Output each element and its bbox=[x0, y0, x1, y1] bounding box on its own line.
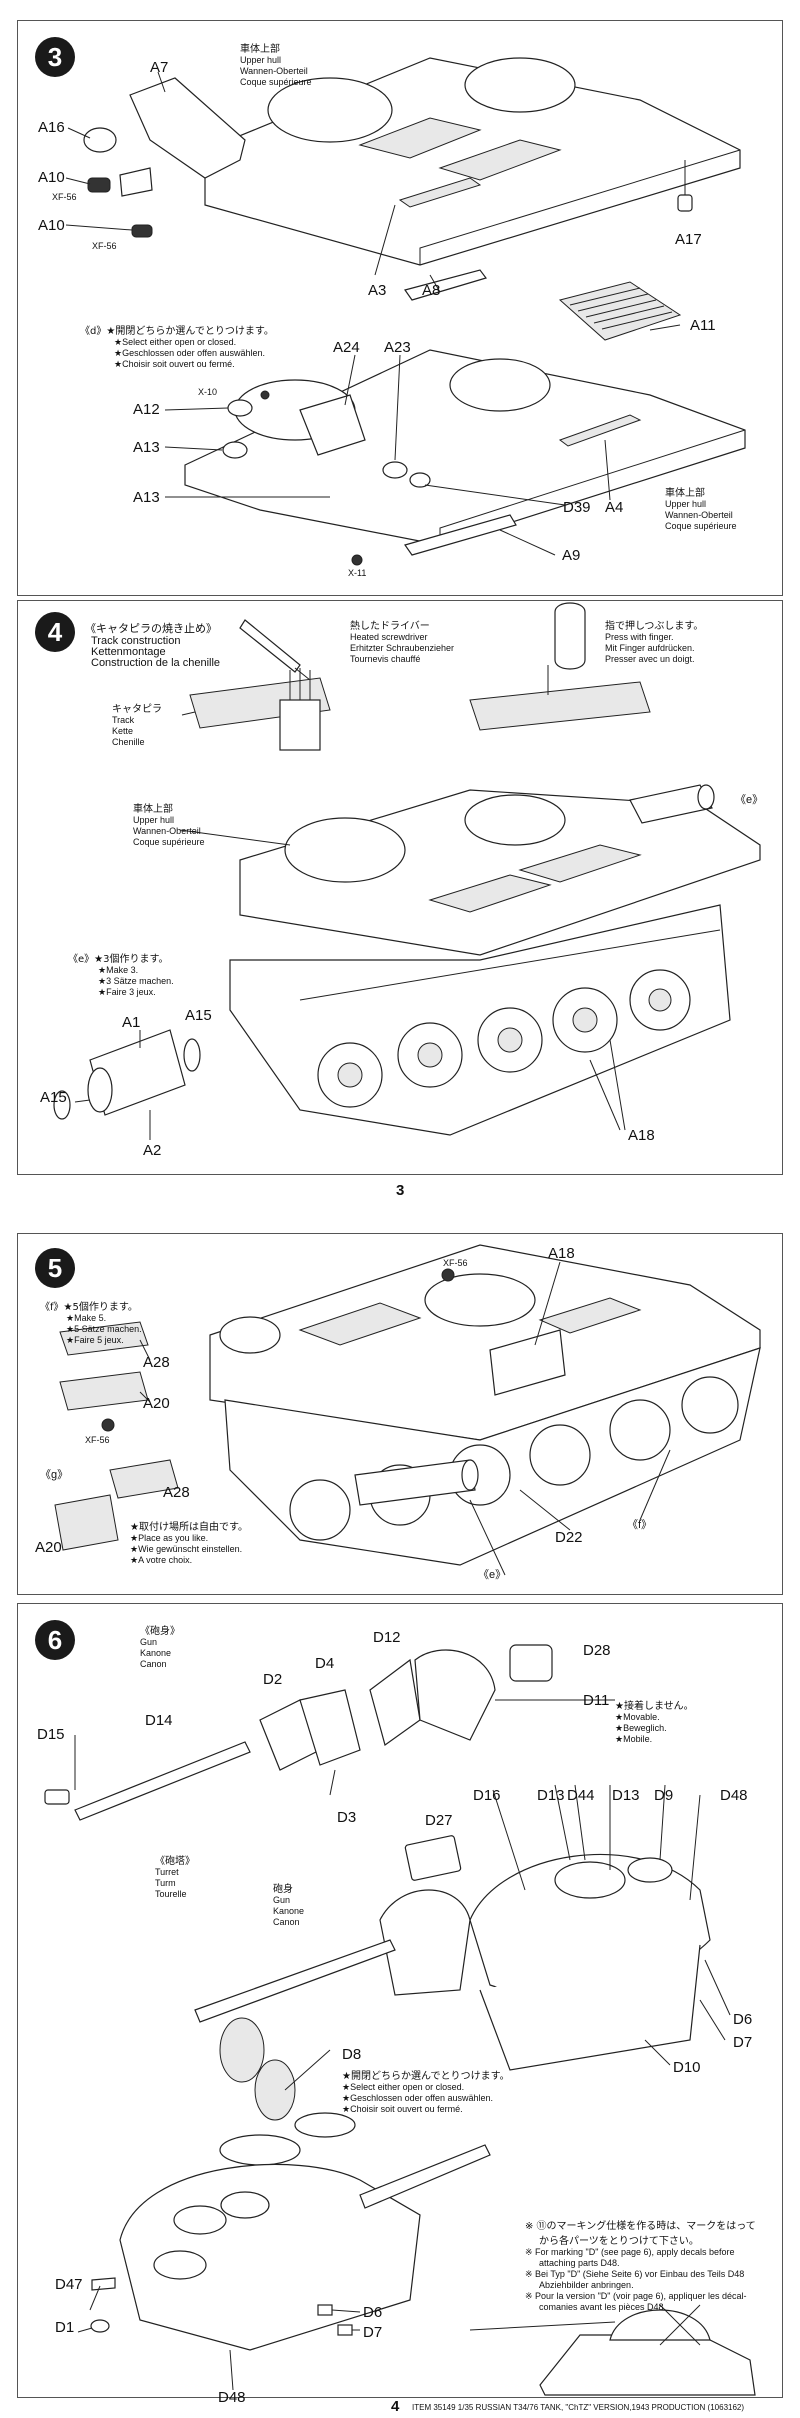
part-label: A18 bbox=[548, 1245, 575, 1262]
page-number-4: 4 bbox=[391, 2398, 400, 2415]
part-label: D7 bbox=[363, 2324, 383, 2341]
paint-code: X-10 bbox=[198, 387, 218, 397]
step-5-place-note: ★取付け場所は自由です。 ★Place as you like. ★Wie ge… bbox=[130, 1522, 248, 1565]
step-6-movable-note: ★接着しません。 ★Movable. ★Beweglich. ★Mobile. bbox=[615, 1701, 694, 1744]
part-label: A28 bbox=[163, 1484, 190, 1501]
part-label: D27 bbox=[425, 1812, 453, 1829]
part-label: D16 bbox=[473, 1787, 501, 1804]
part-label: A16 bbox=[38, 119, 65, 136]
part-label: D15 bbox=[37, 1726, 65, 1743]
step-4-hull-label: 車体上部 Upper hull Wannen-Oberteil Coque su… bbox=[133, 804, 205, 847]
part-label: A28 bbox=[143, 1354, 170, 1371]
step-4-title: 《キャタピラの焼き止め》 Track construction Kettenmo… bbox=[85, 622, 221, 669]
part-label: D6 bbox=[363, 2304, 383, 2321]
part-label: A3 bbox=[368, 282, 387, 299]
part-label: D9 bbox=[654, 1787, 674, 1804]
step-4-drawing bbox=[53, 602, 761, 1140]
step-5-make5-note: 《f》★5個作ります。 ★Make 5. ★5 Sätze machen. ★F… bbox=[40, 1302, 142, 1345]
part-label: D2 bbox=[263, 1671, 283, 1688]
step-4-number: 4 bbox=[35, 612, 75, 652]
part-label: A24 bbox=[333, 339, 360, 356]
step-3-number: 3 bbox=[35, 37, 75, 77]
part-label: D10 bbox=[673, 2059, 701, 2076]
page-number-3: 3 bbox=[396, 1182, 405, 1199]
part-label: D4 bbox=[315, 1655, 335, 1672]
paint-code: XF-56 bbox=[52, 192, 77, 202]
part-label: A2 bbox=[143, 1142, 162, 1159]
part-label: D44 bbox=[567, 1787, 595, 1804]
part-label: D1 bbox=[55, 2319, 75, 2336]
part-label: A20 bbox=[143, 1395, 170, 1412]
part-label: A9 bbox=[562, 547, 581, 564]
step-4-track-label: キャタピラ Track Kette Chenille bbox=[112, 704, 162, 747]
part-label: D48 bbox=[720, 1787, 748, 1804]
part-label: D47 bbox=[55, 2276, 83, 2293]
step-5-number: 5 bbox=[35, 1248, 75, 1288]
part-label: A11 bbox=[690, 317, 716, 334]
part-label: A13 bbox=[133, 439, 160, 456]
part-label: A18 bbox=[628, 1127, 655, 1144]
step-6-marking-note: ※ ⑪のマーキング仕様を作る時は、マークをはって から各パーツをとりつけて下さい… bbox=[525, 2221, 756, 2312]
step-4-e-marker: 《e》 bbox=[735, 794, 764, 806]
part-label: D8 bbox=[342, 2046, 362, 2063]
step-4-make3-note: 《e》★3個作ります。 ★Make 3. ★3 Sätze machen. ★F… bbox=[68, 954, 174, 997]
step-4-finger-label: 指で押しつぶします。 Press with finger. Mit Finger… bbox=[605, 621, 704, 664]
step-6-turret-label: 《砲塔》 Turret Turm Tourelle bbox=[155, 1856, 195, 1899]
part-label: D22 bbox=[555, 1529, 583, 1546]
footer-item-text: ITEM 35149 1/35 RUSSIAN T34/76 TANK, "Ch… bbox=[412, 2403, 745, 2412]
paint-code: XF-56 bbox=[92, 241, 117, 251]
part-label: D3 bbox=[337, 1809, 357, 1826]
part-label: A17 bbox=[675, 231, 702, 248]
step-6-gun-label-2: 砲身 Gun Kanone Canon bbox=[273, 1884, 305, 1927]
step-6-openclosed-note: ★開閉どちらか選んでとりつけます。 ★Select either open or… bbox=[342, 2071, 510, 2114]
part-label: D14 bbox=[145, 1712, 173, 1729]
part-label: D7 bbox=[733, 2034, 753, 2051]
part-label: D28 bbox=[583, 1642, 611, 1659]
paint-code: X-11 bbox=[348, 568, 367, 578]
step-5-f-marker: 《f》 bbox=[627, 1519, 653, 1531]
part-label: A7 bbox=[150, 59, 169, 76]
part-label: A12 bbox=[133, 401, 160, 418]
step-5-drawing bbox=[54, 1244, 761, 1576]
step-3-drawing bbox=[65, 57, 746, 566]
part-label: D13 bbox=[612, 1787, 640, 1804]
step-6-number: 6 bbox=[35, 1620, 75, 1660]
part-label: A10 bbox=[38, 169, 65, 186]
step-3-hull-label-2: 車体上部 Upper hull Wannen-Oberteil Coque su… bbox=[665, 488, 737, 531]
part-label: D11 bbox=[583, 1692, 610, 1709]
step-5-g-marker: 《g》 bbox=[40, 1469, 69, 1481]
part-label: D39 bbox=[563, 499, 591, 516]
part-label: A13 bbox=[133, 489, 160, 506]
part-label: A23 bbox=[384, 339, 411, 356]
part-label: A1 bbox=[122, 1014, 141, 1031]
step-4-screwdriver-label: 熱したドライバー Heated screwdriver Erhitzter Sc… bbox=[350, 621, 455, 664]
part-label: A20 bbox=[35, 1539, 62, 1556]
part-label: D12 bbox=[373, 1629, 401, 1646]
step-6-gun-label: 《砲身》 Gun Kanone Canon bbox=[140, 1626, 180, 1669]
part-label: A4 bbox=[605, 499, 624, 516]
part-label: A8 bbox=[422, 282, 441, 299]
part-label: A15 bbox=[40, 1089, 67, 1106]
part-label: A15 bbox=[185, 1007, 212, 1024]
paint-code: XF-56 bbox=[443, 1258, 468, 1268]
step-3-hull-label: 車体上部 Upper hull Wannen-Oberteil Coque su… bbox=[240, 44, 312, 87]
step-5-e-marker: 《e》 bbox=[478, 1569, 507, 1581]
step-3-note-d: 《d》★開閉どちらか選んでとりつけます。 ★Select either open… bbox=[80, 326, 274, 369]
part-label: D6 bbox=[733, 2011, 753, 2028]
part-label: A10 bbox=[38, 217, 65, 234]
paint-code: XF-56 bbox=[85, 1435, 110, 1445]
part-label: D13 bbox=[537, 1787, 565, 1804]
part-label: D48 bbox=[218, 2389, 246, 2406]
